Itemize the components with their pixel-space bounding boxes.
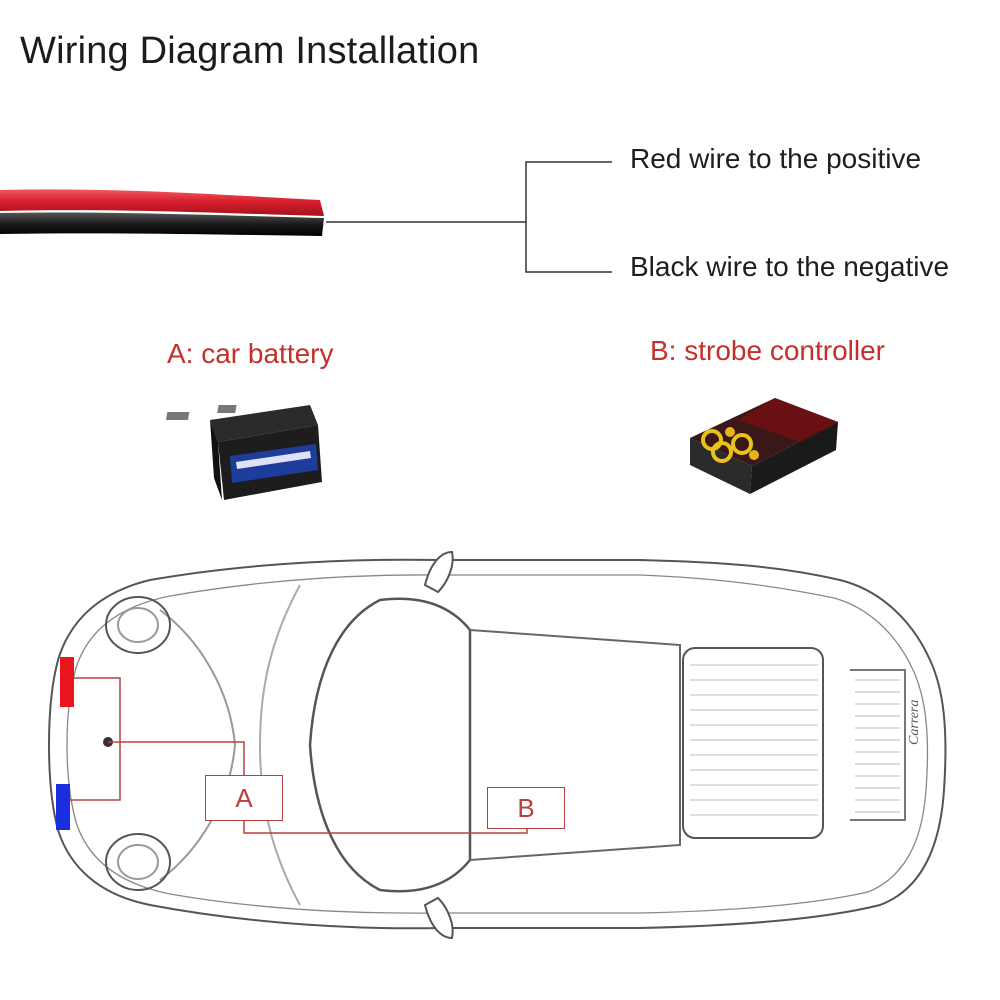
hood-emblem-icon — [103, 737, 113, 747]
wire-connector-lines — [525, 161, 612, 273]
black-wire — [0, 212, 324, 236]
strobe-controller-label: B: strobe controller — [650, 335, 885, 366]
red-wire-label: Red wire to the positive — [630, 143, 922, 174]
wire-graphic — [0, 161, 612, 273]
wiring-lines — [70, 677, 528, 834]
car-battery-icon — [165, 405, 322, 500]
car-battery-label: A: car battery — [167, 338, 334, 369]
controller-box-b: B — [487, 787, 565, 829]
strobe-controller-icon — [690, 398, 838, 494]
red-strobe-light — [60, 657, 74, 707]
red-wire — [0, 189, 324, 216]
blue-strobe-light — [56, 784, 70, 830]
car-badge: Carrera — [907, 700, 922, 745]
page-title: Wiring Diagram Installation — [20, 30, 480, 72]
black-wire-label: Black wire to the negative — [630, 251, 950, 282]
battery-box-a: A — [205, 775, 283, 821]
